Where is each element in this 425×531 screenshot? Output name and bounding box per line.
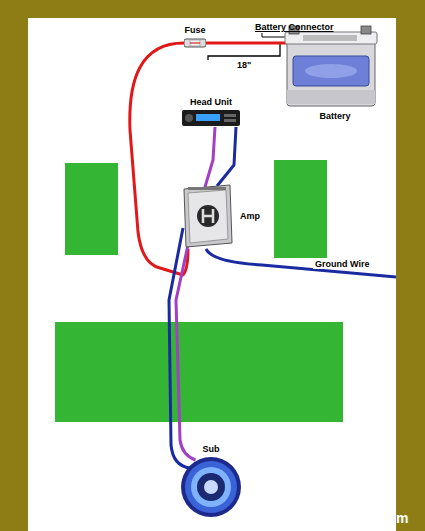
rear-bench bbox=[55, 322, 343, 422]
battery-part: Battery bbox=[283, 24, 379, 108]
part-label: Fuse bbox=[184, 25, 205, 35]
frame-right bbox=[396, 0, 425, 531]
amp-icon bbox=[180, 183, 234, 249]
connector-label: Battery Connector bbox=[255, 22, 334, 32]
wire bbox=[217, 127, 236, 186]
watermark: m bbox=[396, 510, 408, 526]
subwoofer-part: Sub bbox=[180, 456, 242, 518]
length-bracket bbox=[208, 44, 280, 60]
frame-left bbox=[0, 0, 28, 531]
wire bbox=[206, 42, 289, 45]
ground-wire bbox=[206, 249, 396, 277]
dimension: 18" bbox=[237, 60, 251, 70]
head-icon bbox=[182, 109, 240, 127]
part-label: Sub bbox=[203, 444, 220, 454]
left-seat bbox=[65, 163, 118, 255]
wire-connector bbox=[169, 228, 196, 468]
part-label: Battery bbox=[319, 111, 350, 121]
frame-top bbox=[0, 0, 425, 18]
sub-icon bbox=[180, 456, 242, 518]
fuse-part: Fuse bbox=[184, 37, 206, 49]
part-label: Head Unit bbox=[190, 97, 232, 107]
wire-label: Ground Wire bbox=[313, 259, 371, 269]
fuse-icon bbox=[184, 37, 206, 49]
amplifier-part: Amp bbox=[180, 183, 234, 249]
wire-connector bbox=[205, 127, 236, 187]
right-seat bbox=[274, 160, 327, 258]
part-label: Amp bbox=[240, 211, 260, 221]
wire bbox=[169, 228, 190, 468]
wire-connector bbox=[206, 43, 289, 44]
battery-icon bbox=[283, 24, 379, 108]
head-unit-part: Head Unit bbox=[182, 109, 240, 127]
wire bbox=[176, 245, 196, 460]
wire bbox=[205, 127, 215, 187]
